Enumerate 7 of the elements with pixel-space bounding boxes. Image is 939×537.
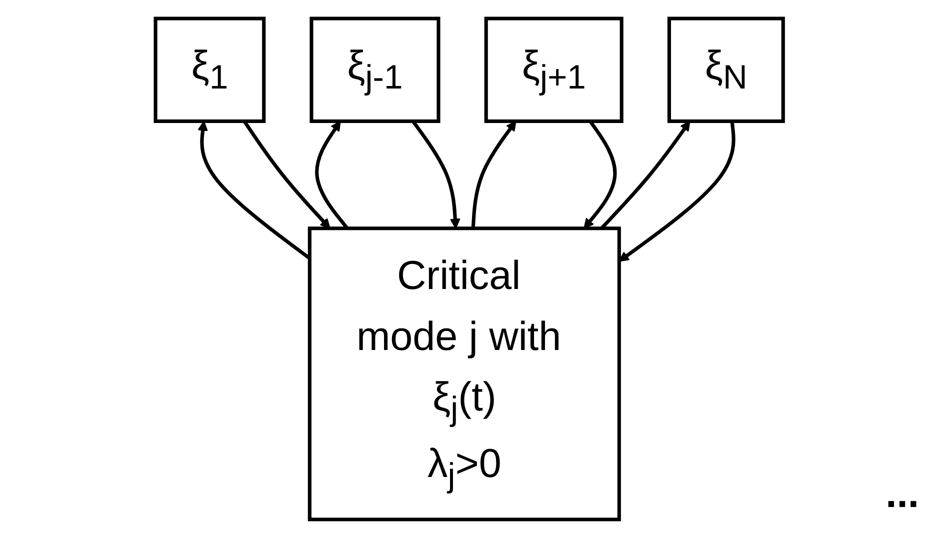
node-box: Critical mode j with ξ$_{j}$(t) λ$_{j}$>0 [308, 226, 622, 521]
ellipsis-label: ... [886, 472, 919, 516]
node-box: ξ$_{j-1}$ [310, 16, 440, 122]
node-box: ξ$_{1}$ [154, 16, 266, 122]
arrow [472, 120, 517, 228]
node-box: ξ$_{j+1}$ [484, 16, 624, 122]
node-box: ξ$_{N}$ [668, 16, 786, 122]
